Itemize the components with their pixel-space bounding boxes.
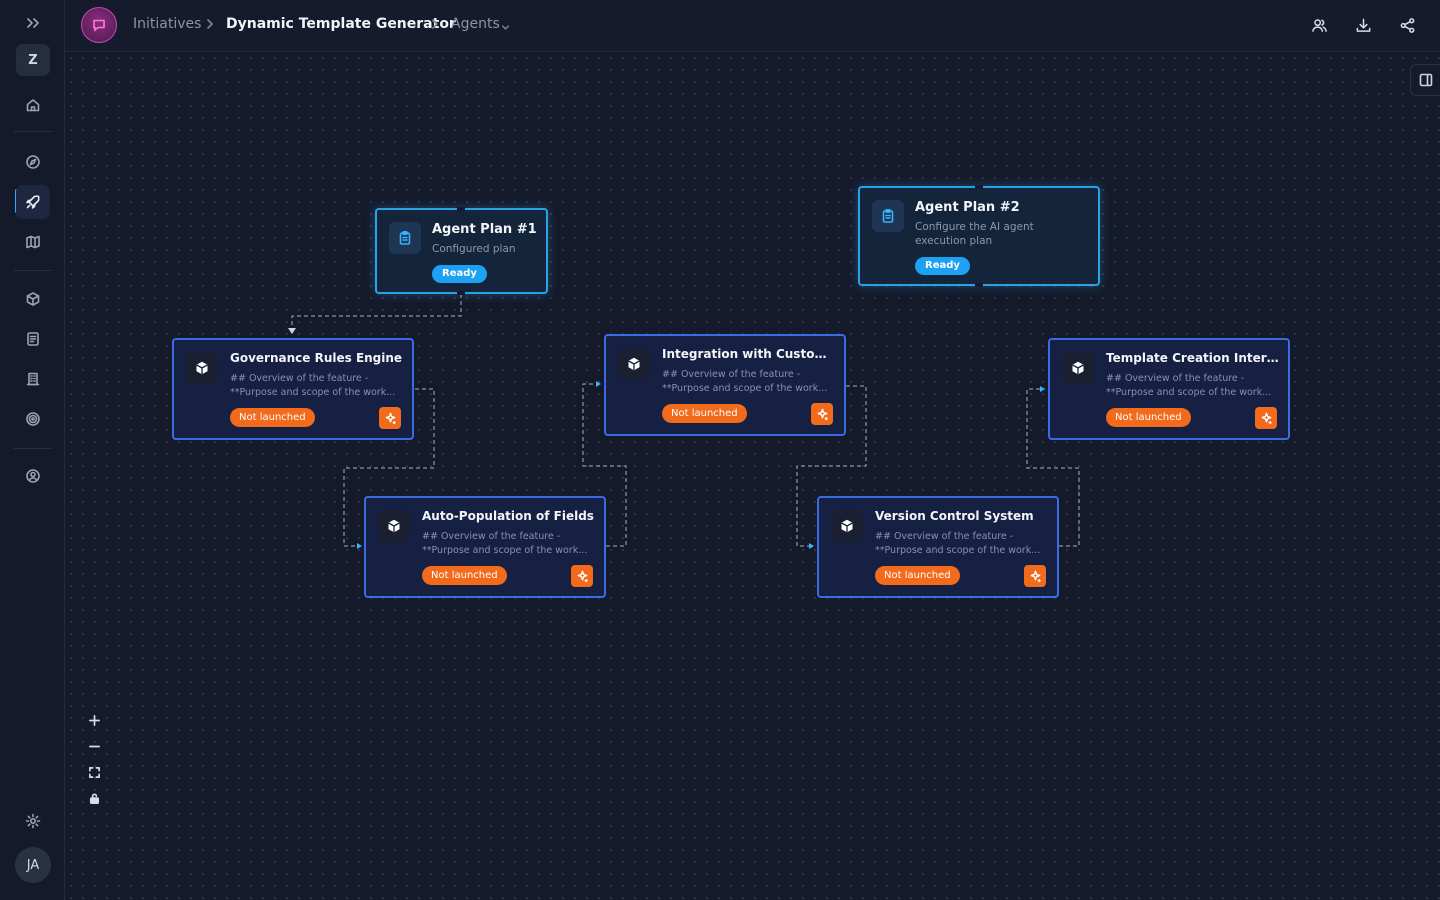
edge-integration-version [796,385,867,547]
feature-description: ## Overview of the feature -**Purpose an… [662,369,828,394]
feature-description: ## Overview of the feature -**Purpose an… [422,531,588,556]
plan-title: Agent Plan #2 [915,200,1020,215]
left-sidebar: Z JA [0,0,65,900]
sidebar-divider [14,131,52,132]
connection-edges [288,294,1080,549]
user-initials: JA [26,857,40,873]
workspace-initial: Z [28,52,38,68]
edge-arrow-icon [1040,386,1045,392]
agent-plan-node[interactable]: Agent Plan #2 Configure the AI agent exe… [858,185,1100,287]
plan-description: Configured plan [432,243,516,255]
status-badge: Not launched [662,404,747,423]
users-icon[interactable] [1308,14,1330,36]
cube-icon [186,352,218,384]
status-badge: Not launched [1106,408,1191,427]
feature-title: Integration with Custom Te... [662,347,838,361]
node-handle[interactable] [975,185,983,189]
zoom-out-button[interactable] [82,734,106,758]
share-icon[interactable] [1396,14,1418,36]
target-icon[interactable] [16,402,50,436]
document-icon[interactable] [16,322,50,356]
feature-description: ## Overview of the feature -**Purpose an… [1106,373,1272,398]
download-icon[interactable] [1352,14,1374,36]
avatar[interactable]: JA [15,847,51,883]
node-handle[interactable] [457,207,465,211]
lock-icon [89,793,99,804]
sparkle-icon[interactable] [571,565,593,587]
plan-description: Configure the AI agent execution plan [915,221,1034,247]
project-logo-icon[interactable] [81,7,117,43]
node-handle[interactable] [975,283,983,287]
sparkle-icon[interactable] [1255,407,1277,429]
top-bar: Initiatives Dynamic Template Generator A… [65,0,1440,52]
feature-title: Template Creation Interface [1106,351,1282,365]
panel-toggle-icon[interactable] [1410,64,1440,96]
status-badge: Not launched [422,566,507,585]
edge-arrow-icon [596,381,601,387]
plan-title: Agent Plan #1 [432,222,537,237]
breadcrumb-initiatives[interactable]: Initiatives [133,16,202,32]
breadcrumb-separator-icon [428,16,442,32]
building-icon[interactable] [16,362,50,396]
home-icon[interactable] [16,88,50,122]
status-badge: Ready [915,257,970,275]
breadcrumb-agents[interactable]: Agents [451,16,500,32]
rocket-icon[interactable] [16,185,50,219]
breadcrumb-separator-icon [203,16,217,32]
feature-node[interactable]: Auto-Population of Fields ## Overview of… [364,496,606,598]
agent-plan-node[interactable]: Agent Plan #1 Configured plan Ready [375,207,548,295]
chevron-down-icon[interactable] [500,18,511,37]
sidebar-divider [14,448,52,449]
cube-icon [831,510,863,542]
feature-node[interactable]: Template Creation Interface ## Overview … [1048,338,1290,440]
plus-icon [88,714,100,726]
edge-arrow-icon [809,543,814,549]
status-badge: Not launched [230,408,315,427]
node-handle[interactable] [457,291,465,295]
edge-plan1-governance [291,294,462,334]
zoom-in-button[interactable] [82,708,106,732]
feature-node[interactable]: Integration with Custom Te... ## Overvie… [604,334,846,436]
feature-node[interactable]: Governance Rules Engine ## Overview of t… [172,338,414,440]
minus-icon [88,745,100,747]
fit-view-button[interactable] [82,760,106,784]
feature-description: ## Overview of the feature -**Purpose an… [230,373,396,398]
status-badge: Not launched [875,566,960,585]
breadcrumb-project[interactable]: Dynamic Template Generator [226,16,456,32]
fit-view-icon [88,766,100,778]
feature-title: Governance Rules Engine [230,351,403,365]
sidebar-divider [14,270,52,271]
sparkle-icon[interactable] [1024,565,1046,587]
edge-version-template [1026,388,1080,547]
flow-canvas[interactable]: Agent Plan #1 Configured plan Ready Agen… [65,52,1440,900]
cube-icon [378,510,410,542]
clipboard-icon [872,200,904,232]
edge-auto-integration [582,383,627,547]
expand-sidebar-icon[interactable] [16,6,50,40]
feature-description: ## Overview of the feature -**Purpose an… [875,531,1041,556]
edge-governance-auto [343,388,435,547]
user-circle-icon[interactable] [16,459,50,493]
feature-title: Version Control System [875,509,1034,523]
cube-icon [618,348,650,380]
edge-arrow-icon [357,543,362,549]
lock-button[interactable] [82,786,106,810]
workspace-switcher[interactable]: Z [16,44,50,76]
feature-node[interactable]: Version Control System ## Overview of th… [817,496,1059,598]
status-badge: Ready [432,265,487,283]
clipboard-icon [389,222,421,254]
cube-icon[interactable] [16,282,50,316]
gear-icon[interactable] [16,804,50,838]
feature-title: Auto-Population of Fields [422,509,594,523]
compass-icon[interactable] [16,145,50,179]
sparkle-icon[interactable] [811,403,833,425]
sparkle-icon[interactable] [379,407,401,429]
cube-icon [1062,352,1094,384]
map-icon[interactable] [16,225,50,259]
edge-arrow-icon [288,328,296,334]
